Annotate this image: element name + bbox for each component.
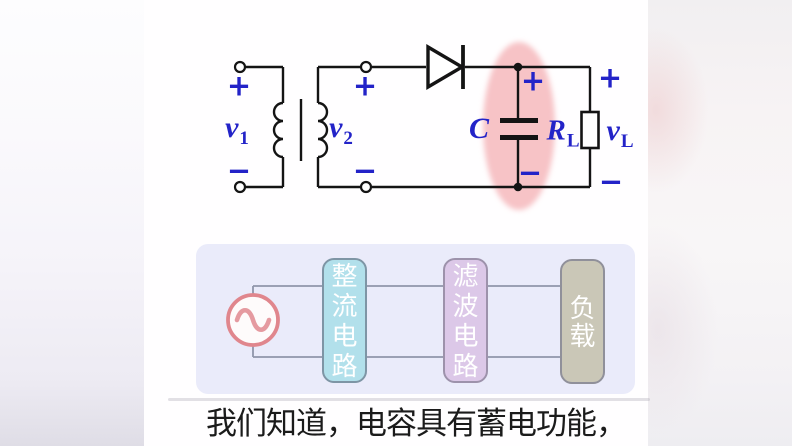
block-char: 滤 <box>452 260 479 291</box>
plus-load: + <box>597 60 623 95</box>
minus-primary: − <box>226 153 252 188</box>
block-diagram-wires <box>252 285 560 358</box>
capacitor-icon <box>500 118 538 140</box>
junction-dots <box>513 62 523 192</box>
block-char: 负 <box>569 292 596 323</box>
plus-primary: + <box>226 68 252 103</box>
minus-capacitor: − <box>517 155 543 190</box>
block-char: 路 <box>331 350 358 381</box>
capacitor-highlight-ellipse <box>483 42 555 210</box>
label-v2-sub: 2 <box>343 128 353 149</box>
minus-secondary: − <box>352 153 378 188</box>
block-char: 电 <box>452 320 479 351</box>
block-char: 电 <box>331 320 358 351</box>
block-char: 载 <box>569 320 596 351</box>
block-char: 整 <box>331 260 358 291</box>
label-c-base: C <box>468 112 490 145</box>
label-rl-base: R <box>546 114 566 147</box>
label-v2-base: v <box>329 111 343 144</box>
label-v1: v1 <box>225 111 249 149</box>
block-char: 路 <box>452 350 479 381</box>
blurred-edge-left <box>0 0 144 446</box>
block-char: 流 <box>331 290 358 321</box>
label-vl-sub: L <box>620 131 634 152</box>
ac-source-icon <box>226 293 280 347</box>
block-load: 负 载 <box>560 259 605 384</box>
transformer-icon <box>272 99 329 161</box>
primary-coil <box>272 101 284 159</box>
label-v2: v2 <box>329 111 353 149</box>
label-v1-base: v <box>225 111 239 144</box>
panel-bottom-shadow <box>168 398 650 401</box>
label-capacitor: C <box>469 114 489 144</box>
block-rectifier-circuit: 整 流 电 路 <box>322 258 367 383</box>
block-filter-circuit: 滤 波 电 路 <box>443 258 488 383</box>
blurred-edge-right <box>648 0 792 446</box>
resistor-icon <box>580 110 600 150</box>
label-vl-base: v <box>606 114 620 147</box>
circuit-wires <box>245 65 592 189</box>
secondary-coil <box>317 101 329 159</box>
diode-icon <box>426 44 466 90</box>
label-v1-sub: 1 <box>239 128 249 149</box>
label-rl-sub: L <box>566 130 580 152</box>
minus-load: − <box>598 164 624 199</box>
sine-wave-glyph <box>234 308 272 332</box>
plus-capacitor: + <box>520 63 546 98</box>
caption-text: 我们知道，电容具有蓄电功能， <box>206 406 627 441</box>
block-char: 波 <box>452 290 479 321</box>
terminal-circles <box>233 60 373 194</box>
label-vl: vL <box>606 114 633 152</box>
label-rl: RL <box>546 114 579 151</box>
plus-secondary: + <box>352 68 378 103</box>
